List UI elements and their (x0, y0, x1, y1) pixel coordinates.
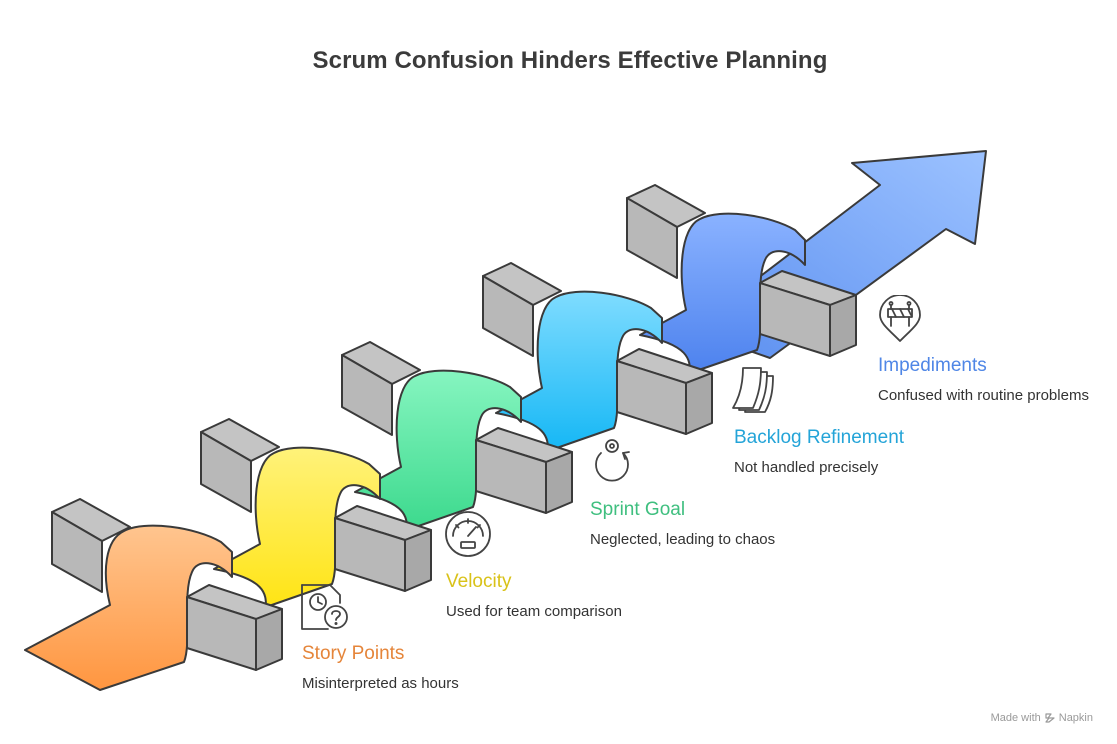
clock-question-icon (301, 584, 348, 630)
step-description: Misinterpreted as hours (302, 675, 459, 692)
step-heading: Story Points (302, 643, 405, 664)
step-description: Neglected, leading to chaos (590, 531, 776, 548)
step-sprint-goal: Sprint Goal Neglected, leading to chaos (590, 498, 775, 550)
step-heading: Backlog Refinement (734, 427, 905, 448)
documents-icon (732, 367, 774, 413)
step-heading: Sprint Goal (590, 499, 686, 520)
step-heading: Impediments (878, 355, 987, 376)
step-description: Confused with routine problems (878, 387, 1089, 404)
roadblock-pin-icon (879, 295, 921, 342)
step-description: Not handled precisely (734, 459, 879, 476)
napkin-watermark[interactable]: Made with Napkin (991, 712, 1093, 724)
step-impediments: Impediments Confused with routine proble… (878, 354, 1089, 406)
step-story-points: Story Points Misinterpreted as hours (302, 642, 459, 694)
target-cycle-icon (595, 439, 630, 482)
diagram-title: Scrum Confusion Hinders Effective Planni… (312, 47, 828, 74)
napkin-logo-icon (1045, 713, 1055, 723)
watermark-prefix: Made with (990, 712, 1041, 724)
watermark-brand: Napkin (1058, 712, 1093, 724)
step-heading: Velocity (446, 571, 512, 592)
speedometer-icon (445, 511, 491, 557)
step-velocity: Velocity Used for team comparison (446, 570, 622, 622)
step-backlog-refinement: Backlog Refinement Not handled precisely (734, 426, 904, 478)
step-description: Used for team comparison (446, 603, 622, 620)
